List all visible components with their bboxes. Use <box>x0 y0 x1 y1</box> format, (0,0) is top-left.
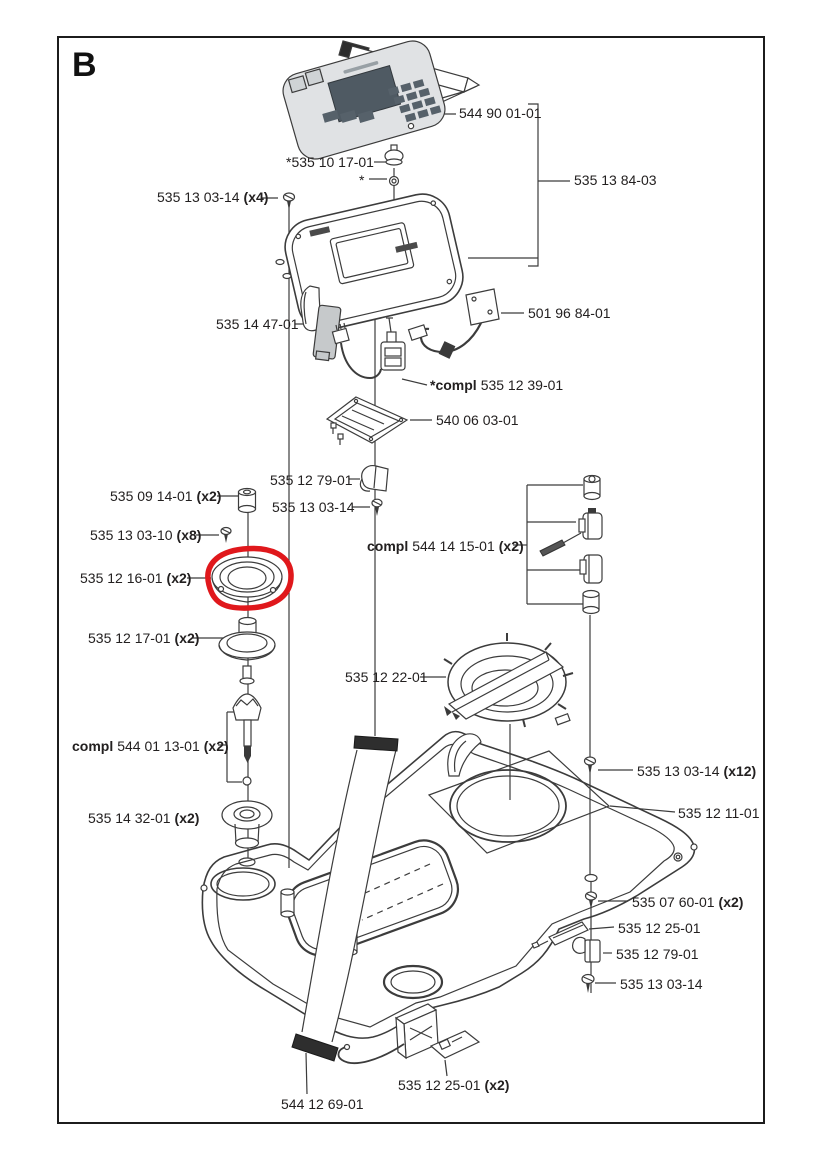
part-label-540-06-03-01: 540 06 03-01 <box>436 412 519 428</box>
screw-x8 <box>220 526 232 543</box>
part-label-544-90-01-01: 544 90 01-01 <box>459 105 542 121</box>
part-hinge-kit <box>539 474 603 615</box>
part-label-544-12-69-01: 544 12 69-01 <box>281 1096 364 1112</box>
part-knob-and-washer <box>384 144 404 187</box>
part-label-535-13-84-03: 535 13 84-03 <box>574 172 657 188</box>
diagram-border <box>57 36 765 1124</box>
part-label-535-13-03-14-x12: 535 13 03-14(x12) <box>637 763 757 779</box>
red-highlight-ellipse <box>205 545 294 611</box>
part-spindle-assembly <box>232 665 262 786</box>
part-label-535-09-14-01: 535 09 14-01(x2) <box>110 488 222 504</box>
part-label-535-13-03-10: 535 13 03-10(x8) <box>90 527 202 543</box>
part-label-535-12-17-01: 535 12 17-01(x2) <box>88 630 200 646</box>
part-label-501-96-84-01: 501 96 84-01 <box>528 305 611 321</box>
part-label-asterisk: * <box>359 172 365 188</box>
screw-x12 <box>583 756 597 775</box>
part-decal <box>429 1030 481 1059</box>
section-letter: B <box>72 46 97 84</box>
screw-0760 <box>584 891 598 909</box>
screw-bottom <box>581 973 595 993</box>
part-locking-lid <box>443 633 574 728</box>
part-rubber-strip <box>312 304 342 362</box>
part-label-535-07-60-01: 535 07 60-01(x2) <box>632 894 744 910</box>
part-label-535-10-17-01: *535 10 17-01 <box>286 154 374 170</box>
screw-x4 <box>282 192 296 210</box>
part-keypad-overlay <box>282 40 481 160</box>
part-seal-cup <box>218 616 276 661</box>
part-label-535-12-22-01: 535 12 22-01 <box>345 669 428 685</box>
part-clip-mid <box>359 465 389 492</box>
part-clip-bottom <box>572 936 601 963</box>
numeric-keypad <box>387 79 442 123</box>
part-label-535-12-79-01-mid: 535 12 79-01 <box>270 472 353 488</box>
part-label-535-12-79-01-bottom: 535 12 79-01 <box>616 946 699 962</box>
part-connector-block <box>337 1003 439 1064</box>
screw-mid <box>371 498 383 516</box>
part-contact-strip <box>531 921 589 949</box>
part-label-535-13-03-14-mid: 535 13 03-14 <box>272 499 355 515</box>
leader-lines <box>187 103 676 1095</box>
part-ribbon-cable <box>291 735 399 1062</box>
part-sealing-flange <box>211 556 283 603</box>
part-label-535-12-11-01: 535 12 11-01 <box>678 805 760 821</box>
part-label-535-13-03-14-bottom: 535 13 03-14 <box>620 976 703 992</box>
part-label-535-13-03-14-x4: 535 13 03-14(x4) <box>157 189 269 205</box>
part-label-535-12-25-01: 535 12 25-01 <box>618 920 701 936</box>
part-circuit-tray <box>325 396 409 445</box>
part-label-535-12-16-01: 535 12 16-01(x2) <box>80 570 192 586</box>
part-label-535-12-25-01-x2: 535 12 25-01(x2) <box>398 1077 510 1093</box>
part-top-cover <box>275 193 464 332</box>
part-qty: (x2) <box>174 810 200 826</box>
part-label-535-14-32-01: 535 14 32-01(x2) <box>88 810 200 826</box>
part-cable-assembly <box>407 288 500 359</box>
part-bushing <box>237 487 257 514</box>
part-sensor-unit <box>331 317 406 380</box>
screw-icons <box>220 192 598 993</box>
part-label-535-14-47-01: 535 14 47-01 <box>216 316 299 332</box>
